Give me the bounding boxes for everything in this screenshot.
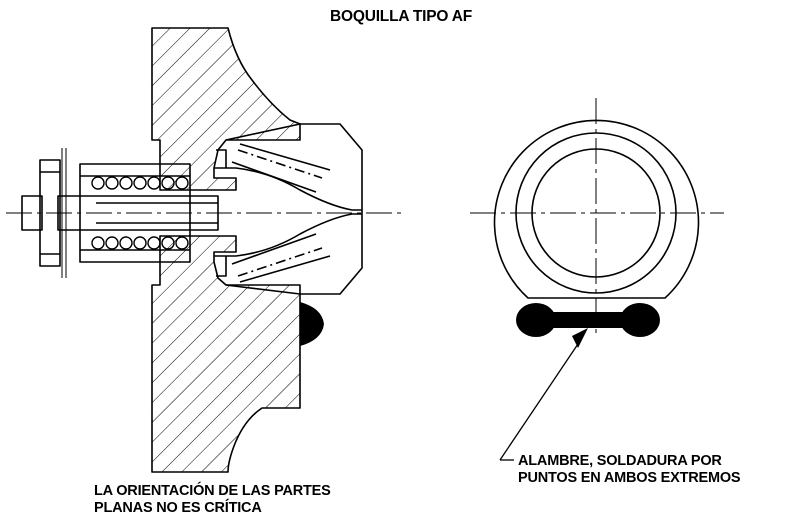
bore-line [231, 161, 317, 193]
wire-weld-note-line2: PUNTOS EN AMBOS EXTREMOS [518, 470, 741, 486]
nozzle-flare-upper [214, 167, 362, 211]
wire-weld-note: ALAMBRE, SOLDADURA POR PUNTOS EN AMBOS E… [518, 453, 741, 487]
housing-upper-section [151, 27, 301, 191]
leader-arrowhead [572, 328, 588, 348]
nozzle-flare-lower [214, 213, 362, 257]
bore-line [239, 143, 331, 171]
housing-lower-section [151, 235, 301, 473]
bore-line [231, 233, 317, 265]
spring-lower [91, 236, 189, 250]
orientation-note-line1: LA ORIENTACIÓN DE LAS PARTES [94, 483, 331, 499]
drawing-title: BOQUILLA TIPO AF [330, 8, 473, 25]
orientation-note: LA ORIENTACIÓN DE LAS PARTES PLANAS NO E… [94, 483, 331, 517]
end-view-outer [493, 119, 700, 299]
throat-step-lower [216, 256, 227, 277]
throat-step-upper [216, 149, 227, 168]
spring-upper [91, 176, 189, 190]
wire-weld-note-line1: ALAMBRE, SOLDADURA POR [518, 453, 722, 469]
section-view [6, 27, 404, 473]
wire-weld-right [516, 303, 660, 337]
bore-line [239, 255, 331, 283]
orientation-note-line2: PLANAS NO ES CRÍTICA [94, 500, 262, 516]
nozzle-body-outline [225, 123, 363, 295]
bore-line [237, 247, 323, 277]
bore-line [237, 149, 323, 179]
wire-weld-left [300, 302, 324, 346]
leader-line [499, 337, 583, 461]
end-view [470, 98, 724, 461]
